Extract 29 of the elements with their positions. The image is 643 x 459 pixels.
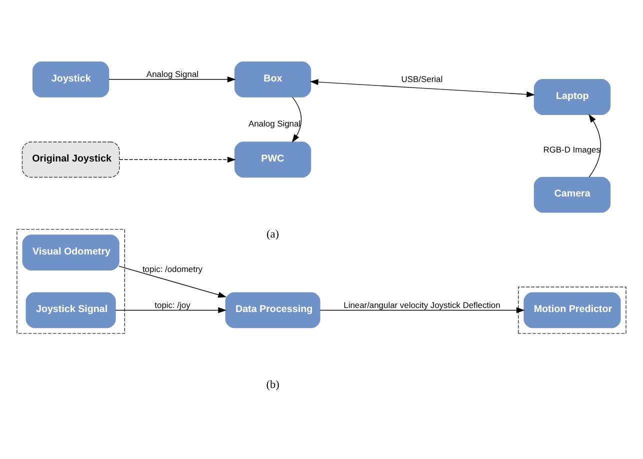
edge-label: topic: /odometry	[142, 263, 203, 274]
node-box: Camera	[534, 176, 611, 212]
arrow	[310, 78, 536, 97]
node-box: Original Joystick	[22, 141, 120, 178]
edge-label: RGB-D Images	[543, 144, 600, 154]
label: (b)	[266, 378, 280, 391]
arrow	[108, 76, 236, 82]
arrow	[115, 306, 227, 313]
edge-label: Linear/angular velocity Joystick Deflection	[344, 299, 500, 310]
node-box: Laptop	[534, 78, 611, 114]
node-box: Joystick	[32, 60, 110, 97]
edge-label: Analog Signal	[146, 68, 199, 79]
arrow	[320, 306, 525, 313]
arrow	[118, 265, 227, 298]
arrow	[588, 113, 602, 177]
cluster	[16, 228, 125, 334]
cluster	[518, 286, 626, 334]
node-box: Box	[234, 60, 312, 97]
arrow	[119, 156, 236, 162]
node-box: Motion Predictor	[524, 292, 621, 328]
edge-label: Analog Signal	[248, 118, 301, 128]
edge-label: topic: /joy	[154, 299, 190, 310]
edge-label: USB/Serial	[401, 73, 443, 84]
label: (a)	[266, 228, 280, 240]
node-box: Joystick Signal	[26, 292, 116, 328]
node-box: Visual Odometry	[22, 234, 120, 270]
node-box: PWC	[234, 141, 312, 178]
node-box: Data Processing	[225, 292, 320, 328]
arrow	[292, 96, 302, 142]
